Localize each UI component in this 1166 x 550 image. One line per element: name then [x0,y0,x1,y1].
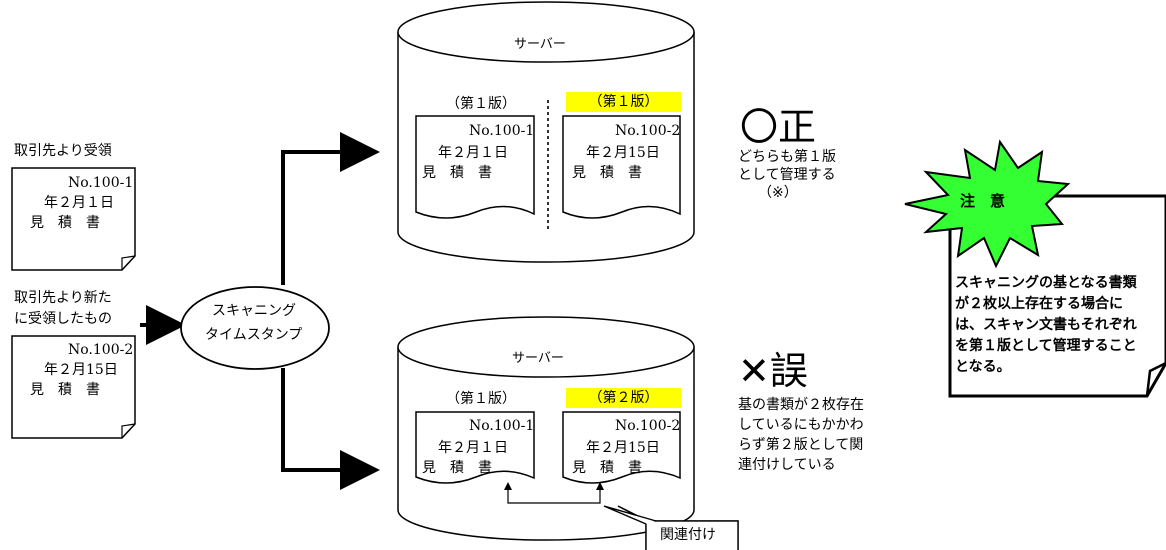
received-doc-1-title: 見 積 書 [30,215,100,231]
received-doc-2-title: 見 積 書 [30,382,100,398]
correct-line-1: どちらも第１版 [738,149,836,165]
server-bottom-doc-a-number: No.100-1 [469,418,535,434]
wrong-line-4: 連付けしている [738,457,836,473]
server-bottom-doc-b-number: No.100-2 [615,418,681,434]
server-bottom-doc-b-title: 見 積 書 [572,460,642,476]
process-label-1: スキャニング [212,303,296,319]
note-burst [904,139,1071,269]
server-bottom-doc-b-shape [562,411,681,484]
received-doc-1-fold [121,255,136,270]
received-doc-2-shape [11,335,136,439]
note-line-1: スキャニングの基となる書類 [955,275,1137,291]
correct-line-2: として管理する [738,167,836,183]
note-line-3: は、スキャン文書もそれぞれ [955,317,1137,333]
server-top-doc-a-shape [415,115,535,219]
wrong-line-3: らず第２版として関 [738,437,864,453]
received-doc-1-date: 年２月１日 [44,195,114,211]
note-line-2: が２枚以上存在する場合に [955,296,1123,312]
correct-symbol: 〇正 [740,105,817,149]
received-new-label-1: 取引先より新た [14,290,112,306]
note-line-5: となる。 [955,359,1011,375]
server-top-title: サーバー [514,37,566,52]
received-new-label-2: に受領したもの [14,311,112,327]
server-top-doc-a-version: （第１版） [446,96,516,112]
correct-line-3: （※） [758,185,798,201]
received-label: 取引先より受領 [14,143,112,159]
server-bottom-doc-a-title: 見 積 書 [422,460,492,476]
wrong-symbol: ✕誤 [738,349,808,393]
server-top-doc-a-number: No.100-1 [469,123,535,139]
server-top-doc-b-version: （第１版） [566,92,681,112]
note-line-4: を第１版として管理すること [955,338,1137,354]
server-top-doc-a-date: 年２月１日 [438,145,508,161]
server-top-doc-b-title: 見 積 書 [572,165,642,181]
note-badge-label: 注 意 [960,192,1006,210]
received-doc-2-date: 年２月15日 [44,362,118,378]
server-top-doc-a-title: 見 積 書 [422,165,492,181]
server-top-doc-b-number: No.100-2 [615,123,681,139]
note-box-fold [1145,361,1166,397]
server-bottom-doc-a-shape [415,411,535,484]
link-callout-label: 関連付け [660,527,716,543]
server-bottom-doc-b-date: 年２月15日 [586,440,660,456]
server-top-doc-b-shape [562,115,681,219]
received-doc-1-shape [11,167,136,271]
server-bottom-doc-a-version: （第１版） [446,391,516,407]
wrong-line-1: 基の書類が２枚存在 [738,397,864,413]
arrow-to-top-server [281,132,380,285]
received-doc-2-number: No.100-2 [68,342,134,358]
received-doc-1-number: No.100-1 [68,175,134,191]
server-bottom-title: サーバー [512,351,564,366]
link-bracket [507,488,601,504]
arrow-to-bottom-server [281,368,380,490]
received-doc-2-fold [121,423,136,438]
server-bottom-doc-b-version: （第２版） [566,388,681,408]
server-bottom-doc-a-date: 年２月１日 [438,440,508,456]
wrong-line-2: しているにもかかわ [738,417,864,433]
scanning-timestamp-ellipse [180,286,330,370]
process-label-2: タイムスタンプ [205,327,303,343]
server-top-doc-b-date: 年２月15日 [586,145,660,161]
